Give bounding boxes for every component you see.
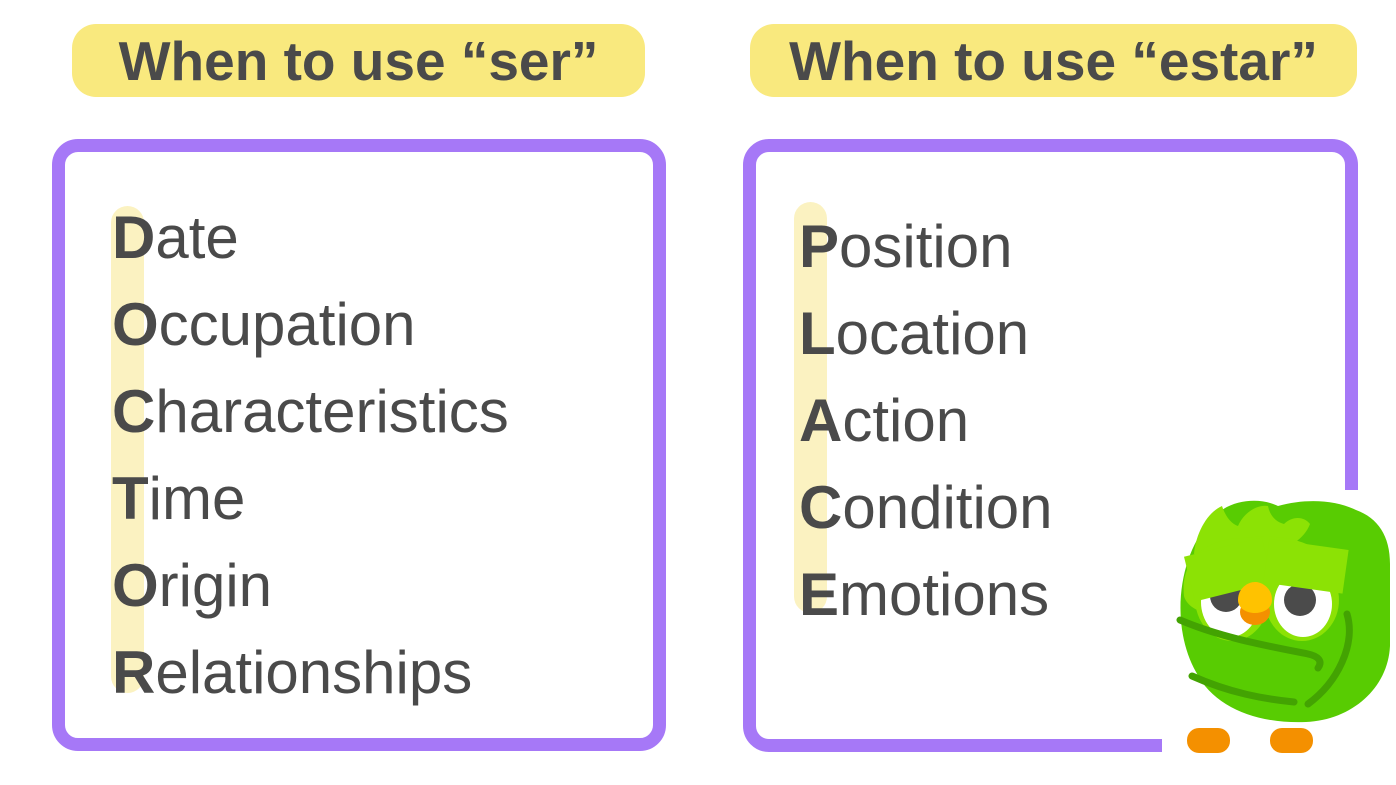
- ser-box: [52, 139, 666, 751]
- word-rest: ction: [842, 387, 970, 454]
- estar-title: When to use “estar”: [789, 29, 1318, 92]
- word-item: Emotions: [799, 551, 1053, 638]
- ser-title: When to use “ser”: [118, 29, 599, 92]
- owl-wing-lines: [1176, 610, 1353, 708]
- ser-acronym-highlight: [111, 206, 144, 693]
- owl-eye-left: [1183, 537, 1273, 637]
- word-item: Time: [112, 455, 509, 542]
- word-item: Characteristics: [112, 368, 509, 455]
- word-item: Relationships: [112, 629, 509, 716]
- word-item: Occupation: [112, 281, 509, 368]
- word-initial: E: [799, 561, 840, 628]
- word-item: Origin: [112, 542, 509, 629]
- ser-title-badge: When to use “ser”: [72, 24, 645, 97]
- word-item: Location: [799, 290, 1053, 377]
- word-rest: osition: [839, 213, 1013, 280]
- word-rest: motions: [839, 561, 1050, 628]
- word-item: Action: [799, 377, 1053, 464]
- estar-word-list: Position Location Action Condition Emoti…: [799, 203, 1053, 638]
- word-rest: ime: [148, 465, 246, 532]
- word-initial: T: [112, 465, 149, 532]
- word-rest: ocation: [835, 300, 1030, 367]
- word-initial: D: [112, 204, 156, 271]
- estar-title-badge: When to use “estar”: [750, 24, 1357, 97]
- word-initial: O: [112, 291, 159, 358]
- owl-eye-right: [1263, 538, 1349, 637]
- word-initial: A: [799, 387, 843, 454]
- word-initial: L: [799, 300, 836, 367]
- word-rest: haracteristics: [155, 378, 509, 445]
- word-rest: rigin: [158, 552, 273, 619]
- word-initial: P: [799, 213, 840, 280]
- word-initial: C: [112, 378, 156, 445]
- owl-beak: [1238, 582, 1272, 625]
- word-item: Date: [112, 194, 509, 281]
- ser-word-list: Date Occupation Characteristics Time Ori…: [112, 194, 509, 716]
- word-item: Condition: [799, 464, 1053, 551]
- word-initial: C: [799, 474, 843, 541]
- word-rest: ondition: [842, 474, 1053, 541]
- estar-acronym-highlight: [794, 202, 827, 613]
- word-rest: ate: [155, 204, 239, 271]
- duolingo-owl-mascot: [1176, 500, 1390, 753]
- word-rest: ccupation: [158, 291, 416, 358]
- owl-feet: [1187, 728, 1313, 753]
- word-initial: O: [112, 552, 159, 619]
- word-item: Position: [799, 203, 1053, 290]
- word-initial: R: [112, 639, 156, 706]
- word-rest: elationships: [155, 639, 473, 706]
